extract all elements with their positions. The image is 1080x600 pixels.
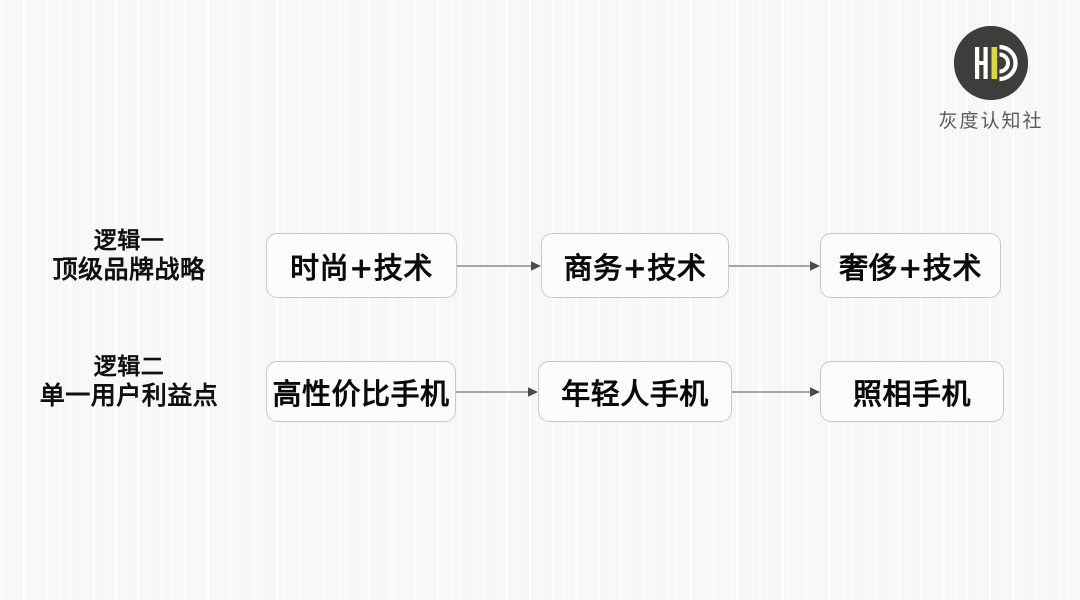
arrow-right-icon — [456, 386, 538, 398]
flow-row-2-label-line2: 单一用户利益点 — [39, 381, 219, 411]
arrow-right-icon — [732, 386, 820, 398]
flow-row-2-label-line1: 逻辑二 — [93, 354, 165, 380]
brand-name: 灰度认知社 — [938, 110, 1044, 132]
flow-node-camera-phone[interactable]: 照相手机 — [820, 361, 1004, 422]
flow-row-2-label: 逻辑二 单一用户利益点 — [0, 353, 258, 412]
flow-row-2: 逻辑二 单一用户利益点 高性价比手机 年轻人手机 照相手机 — [0, 345, 1080, 445]
flow-row-1: 逻辑一 顶级品牌战略 时尚+技术 商务+技术 奢侈+技术 — [0, 217, 1080, 317]
flow-node-value-phone[interactable]: 高性价比手机 — [266, 361, 456, 422]
flow-node-luxury-tech[interactable]: 奢侈+技术 — [820, 233, 1001, 298]
flow-row-1-label-line1: 逻辑一 — [93, 228, 165, 254]
brand-logo: 灰度认知社 — [925, 26, 1057, 133]
arrow-right-icon — [457, 260, 541, 272]
flow-node-fashion-tech[interactable]: 时尚+技术 — [266, 233, 457, 298]
hd-monogram-icon — [954, 26, 1028, 100]
arrow-right-icon — [729, 260, 820, 272]
flow-node-youth-phone[interactable]: 年轻人手机 — [538, 361, 732, 422]
flow-row-1-label: 逻辑一 顶级品牌战略 — [0, 227, 258, 286]
flow-row-1-label-line2: 顶级品牌战略 — [52, 255, 206, 285]
flow-node-business-tech[interactable]: 商务+技术 — [541, 233, 729, 298]
